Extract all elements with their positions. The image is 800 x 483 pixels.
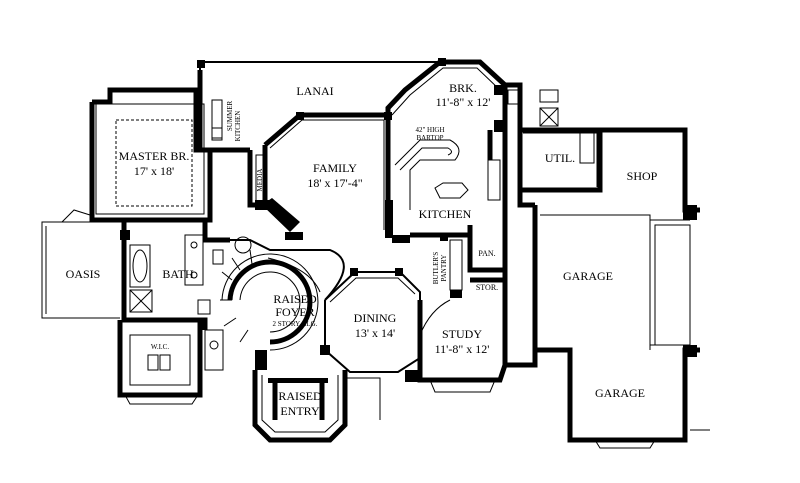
- label-brk: BRK.: [449, 81, 477, 95]
- label-master-dims: 17' x 18': [134, 164, 174, 178]
- shop-area: [517, 127, 700, 220]
- pantry-area: [449, 235, 505, 298]
- label-pan: PAN.: [478, 249, 495, 258]
- label-dining-dims: 13' x 14': [355, 326, 395, 340]
- label-media: MEDIA: [256, 169, 264, 192]
- bath-area: [120, 220, 230, 330]
- oasis-area: [41, 209, 120, 319]
- label-dining: DINING: [354, 311, 397, 325]
- label-kitchen: KITCHEN: [419, 207, 472, 221]
- wic-area: [117, 320, 224, 405]
- label-summer-2: KITCHEN: [234, 111, 242, 142]
- label-garage-2: GARAGE: [595, 386, 645, 400]
- label-entry-1: RAISED: [278, 389, 322, 403]
- label-util: UTIL.: [545, 151, 575, 165]
- label-brk-dims: 11'-8" x 12': [436, 95, 491, 109]
- label-bartop-2: BARTOP: [416, 134, 443, 142]
- master-bedroom-area: [89, 87, 213, 223]
- label-oasis: OASIS: [66, 267, 101, 281]
- dining-area: [320, 268, 421, 373]
- label-family-dims: 18' x 17'-4": [307, 176, 362, 190]
- label-master: MASTER BR.: [119, 149, 190, 163]
- label-study-dims: 11'-8" x 12': [435, 342, 490, 356]
- label-foyer-1: RAISED: [273, 292, 317, 306]
- summer-kitchen-area: [197, 70, 250, 153]
- label-shop: SHOP: [627, 169, 658, 183]
- label-foyer-note: 2 STORY CLG.: [273, 320, 318, 328]
- label-butlers-2: PANTRY: [440, 255, 448, 282]
- label-family: FAMILY: [313, 161, 357, 175]
- lanai-area: [197, 58, 475, 90]
- label-garage-1: GARAGE: [563, 269, 613, 283]
- label-stor: STOR.: [476, 283, 498, 292]
- label-foyer-2: FOYER: [275, 305, 314, 319]
- media-area: [247, 150, 303, 240]
- foyer-area: [210, 236, 345, 370]
- utility-area: [505, 82, 603, 193]
- label-entry-2: ENTRY: [280, 404, 320, 418]
- label-bartop-1: 42" HIGH: [415, 126, 444, 134]
- label-lanai: LANAI: [296, 84, 333, 98]
- label-study: STUDY: [442, 327, 482, 341]
- garage-area: [502, 205, 710, 449]
- label-wic: W.I.C.: [151, 343, 169, 351]
- label-bath: BATH: [162, 267, 194, 281]
- label-summer-1: SUMMER: [226, 100, 234, 131]
- label-butlers-1: BUTLER'S: [432, 252, 440, 284]
- entry-area: [252, 370, 381, 443]
- room-labels: LANAI BRK. 11'-8" x 12' SUMMER KITCHEN M…: [66, 81, 658, 418]
- family-area: [262, 112, 393, 238]
